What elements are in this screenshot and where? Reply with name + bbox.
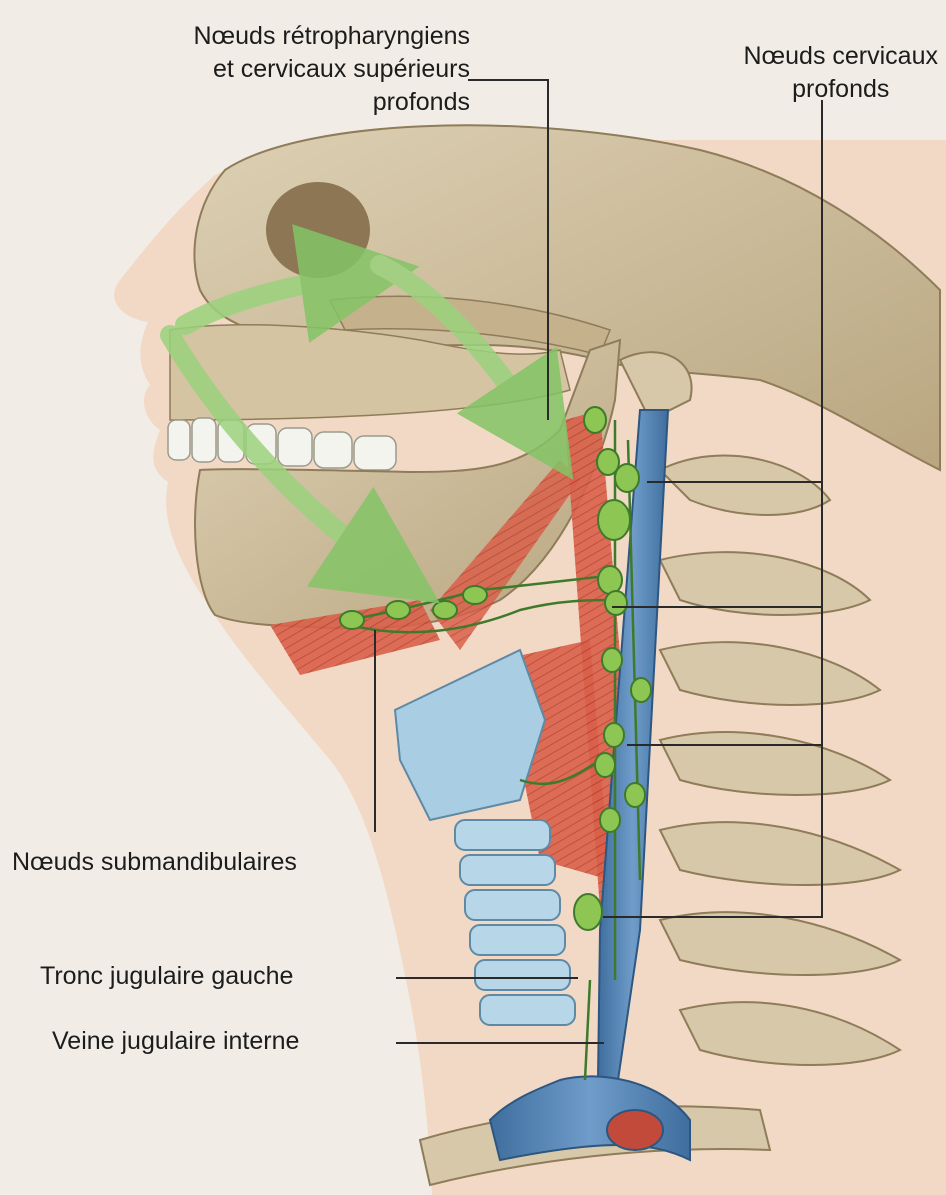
label-deep-cervical-line2: profonds (744, 73, 939, 106)
orbit (266, 182, 370, 278)
label-retropharyngeal-line1: Nœuds rétropharyngiens (193, 20, 470, 53)
subclavian-vessel-cut (607, 1110, 663, 1150)
label-left-jugular-trunk: Tronc jugulaire gauche (40, 960, 293, 993)
label-deep-cervical-line1: Nœuds cervicaux (744, 40, 939, 73)
label-retropharyngeal-line2: et cervicaux supérieurs (193, 53, 470, 86)
label-retropharyngeal-nodes: Nœuds rétropharyngiens et cervicaux supé… (193, 20, 470, 119)
label-submandibular-nodes: Nœuds submandibulaires (12, 846, 297, 879)
label-retropharyngeal-line3: profonds (193, 86, 470, 119)
label-internal-jugular-vein: Veine jugulaire interne (52, 1025, 299, 1058)
label-deep-cervical-nodes: Nœuds cervicaux profonds (744, 40, 939, 106)
